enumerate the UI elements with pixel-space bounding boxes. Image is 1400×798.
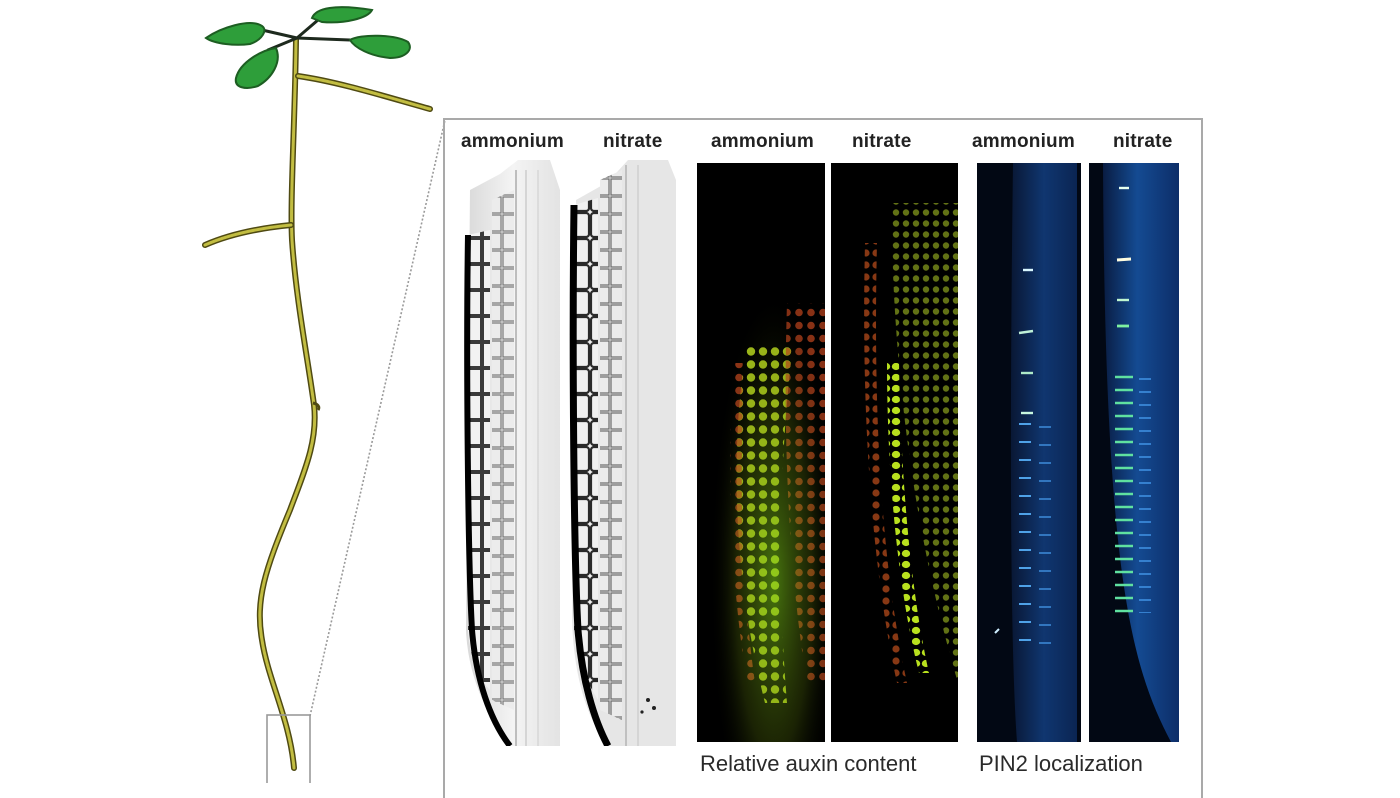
leaf-lower [234, 46, 279, 89]
label-pin2-nitrate: nitrate [1113, 131, 1173, 152]
main-root [256, 37, 318, 771]
zoom-guide-line [309, 119, 446, 717]
label-auxin-ammonium: ammonium [711, 131, 814, 152]
panel-morphology-ammonium [460, 160, 562, 746]
leaf-left [204, 22, 266, 46]
lateral-root-upper [295, 73, 433, 112]
caption-pin2: PIN2 localization [979, 751, 1143, 776]
caption-auxin: Relative auxin content [700, 751, 917, 776]
panel-pin2-ammonium [977, 163, 1081, 742]
panel-auxin-ammonium [697, 163, 825, 742]
label-morphology-nitrate: nitrate [603, 131, 663, 152]
root-primordium [312, 401, 321, 411]
panel-auxin-nitrate [831, 163, 958, 742]
petioles [260, 18, 352, 52]
detail-frame [443, 118, 1203, 798]
zoom-box [266, 714, 311, 783]
label-auxin-nitrate: nitrate [852, 131, 912, 152]
leaf-top [310, 6, 374, 24]
label-morphology-ammonium: ammonium [461, 131, 564, 152]
panel-pin2-nitrate [1089, 163, 1179, 742]
lateral-root-left [202, 222, 294, 248]
leaves [204, 6, 411, 89]
leaf-right [348, 34, 411, 60]
label-pin2-ammonium: ammonium [972, 131, 1075, 152]
panel-morphology-nitrate [568, 160, 678, 746]
